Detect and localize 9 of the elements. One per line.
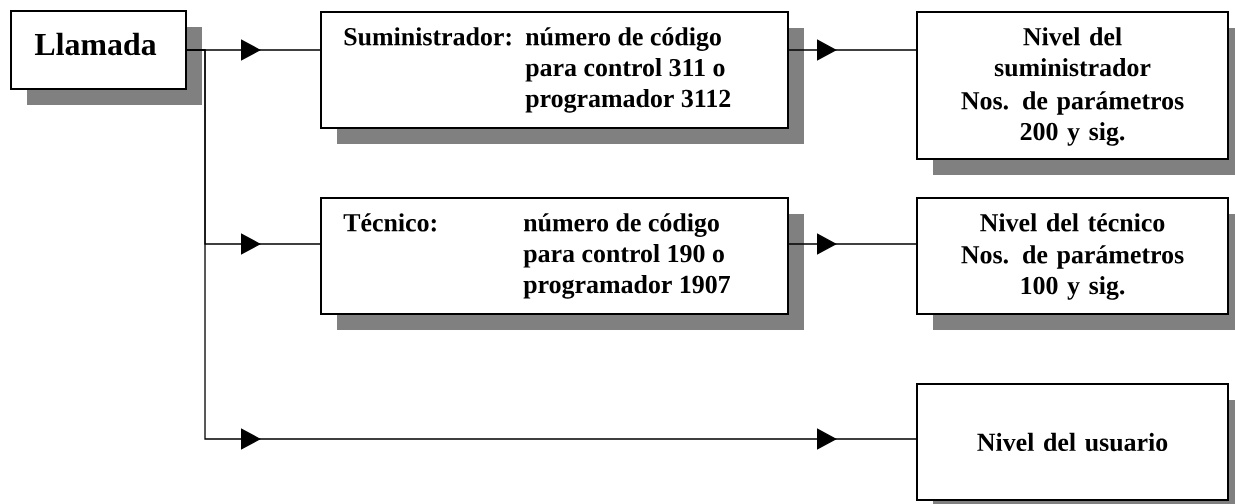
process-box: Técnico: número de código para control 190 o programador 1907 (320, 197, 804, 330)
process-box: Nivel del suministrador Nos. de parámetros 200 y sig. (916, 11, 1235, 175)
process-box: Nivel del usuario (916, 383, 1235, 504)
arrow (186, 49, 917, 450)
arrow (788, 39, 917, 61)
arrow (788, 233, 917, 255)
process-box: Llamada (10, 10, 202, 105)
process-box: Nivel del técnico Nos. de parámetros 100 y sig. (916, 197, 1235, 330)
process-box: Suministrador: número de código para control 311 o programador 3112 (320, 11, 804, 144)
